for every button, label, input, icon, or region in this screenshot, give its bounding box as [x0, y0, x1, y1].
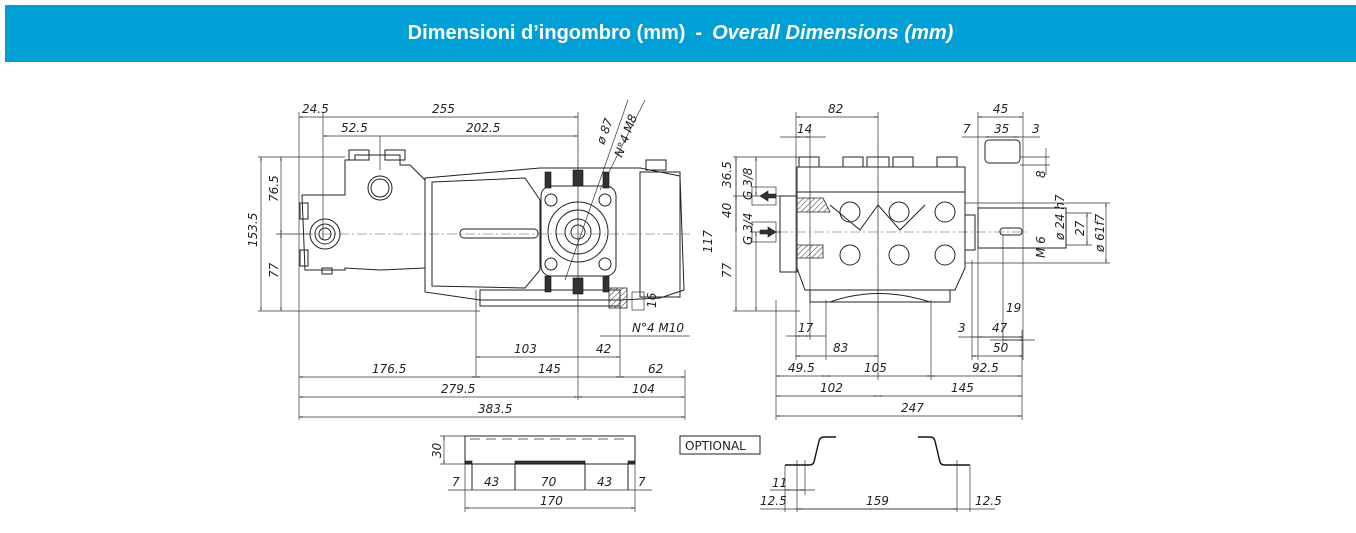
dim-383-5: 383.5 — [478, 402, 512, 416]
dim-104: 104 — [632, 382, 655, 396]
shaft-view: 45 7 35 3 8 ø 24 h7 27 M 6 ø 61f7 19 3 4… — [958, 102, 1110, 360]
dim-76-5: 76.5 — [267, 175, 281, 202]
dim-12-5-left: 12.5 — [760, 494, 787, 508]
dim-45: 45 — [993, 102, 1008, 116]
dim-43-left: 43 — [484, 475, 499, 489]
dim-176-5: 176.5 — [372, 362, 406, 376]
dim-83: 83 — [833, 341, 848, 355]
dim-30: 30 — [430, 442, 444, 458]
dim-47: 47 — [992, 321, 1008, 335]
dim-92-5: 92.5 — [972, 361, 999, 375]
dim-14: 14 — [797, 122, 812, 136]
dim-3-bottom: 3 — [958, 321, 966, 335]
dim-m6: M 6 — [1034, 236, 1048, 258]
dim-62: 62 — [648, 362, 663, 376]
dim-247: 247 — [901, 401, 924, 415]
optional-base-plate: 30 7 43 70 43 7 170 — [430, 435, 652, 512]
dim-g-3-8: G 3/8 — [741, 167, 755, 200]
dim-153-5: 153.5 — [246, 213, 260, 247]
dim-24-5: 24.5 — [302, 102, 329, 116]
dim-19: 19 — [1006, 301, 1021, 315]
dim-105: 105 — [864, 361, 887, 375]
title-separator: - — [695, 22, 703, 44]
dim-dia-87: ø 87 — [593, 116, 616, 147]
dim-n4-m10: N°4 M10 — [632, 321, 684, 335]
dim-7-right: 7 — [638, 475, 646, 489]
dim-43-right: 43 — [597, 475, 612, 489]
dim-35: 35 — [994, 122, 1009, 136]
dim-g-3-4: G 3/4 — [741, 213, 755, 245]
dim-170: 170 — [540, 494, 563, 508]
dim-8: 8 — [1034, 170, 1048, 178]
optional-label-box — [679, 435, 761, 455]
dim-50: 50 — [993, 341, 1009, 355]
dim-42: 42 — [596, 342, 611, 356]
front-view: 82 14 36.5 G 3/8 40 G 3/4 117 77 17 83 4… — [701, 102, 1030, 420]
dim-103: 103 — [514, 342, 537, 356]
dim-145-side: 145 — [538, 362, 561, 376]
dim-dia-61-f7: ø 61f7 — [1093, 213, 1107, 253]
title-italian: Dimensioni d’ingombro (mm) — [407, 22, 686, 44]
dim-n4-m8: N°4 M8 — [612, 112, 640, 159]
dim-7-shaft: 7 — [963, 122, 971, 136]
optional-label: OPTIONAL — [685, 439, 746, 453]
dim-82: 82 — [828, 102, 843, 116]
dim-117: 117 — [701, 230, 715, 253]
dim-27: 27 — [1073, 220, 1087, 236]
dim-70: 70 — [541, 475, 557, 489]
dim-12-5-right: 12.5 — [975, 494, 1002, 508]
title-english: Overall Dimensions (mm) — [712, 22, 954, 44]
dim-77-side: 77 — [267, 262, 281, 278]
dim-3-top: 3 — [1032, 122, 1040, 136]
dim-17: 17 — [798, 321, 814, 335]
optional-brackets: 11 12.5 159 12.5 — [760, 436, 1002, 512]
dim-dia-24-h7: ø 24 h7 — [1053, 194, 1067, 241]
dim-279-5: 279.5 — [441, 382, 475, 396]
dim-202-5: 202.5 — [466, 121, 500, 135]
dim-36-5: 36.5 — [720, 161, 734, 188]
dim-40: 40 — [720, 202, 734, 218]
dim-102: 102 — [820, 381, 843, 395]
dim-11: 11 — [772, 476, 787, 490]
dim-52-5: 52.5 — [341, 121, 368, 135]
dim-77-front: 77 — [720, 262, 734, 278]
dim-16: 16 — [645, 292, 659, 308]
title-banner: Dimensioni d’ingombro (mm) - Overall Dim… — [5, 5, 1356, 62]
side-view: 24.5 255 52.5 202.5 ø 87 N°4 M8 153.5 76… — [246, 99, 690, 420]
dim-145-front: 145 — [951, 381, 974, 395]
dim-255: 255 — [432, 102, 455, 116]
dim-7-left: 7 — [452, 475, 460, 489]
dim-49-5: 49.5 — [788, 361, 815, 375]
dim-159: 159 — [866, 494, 889, 508]
